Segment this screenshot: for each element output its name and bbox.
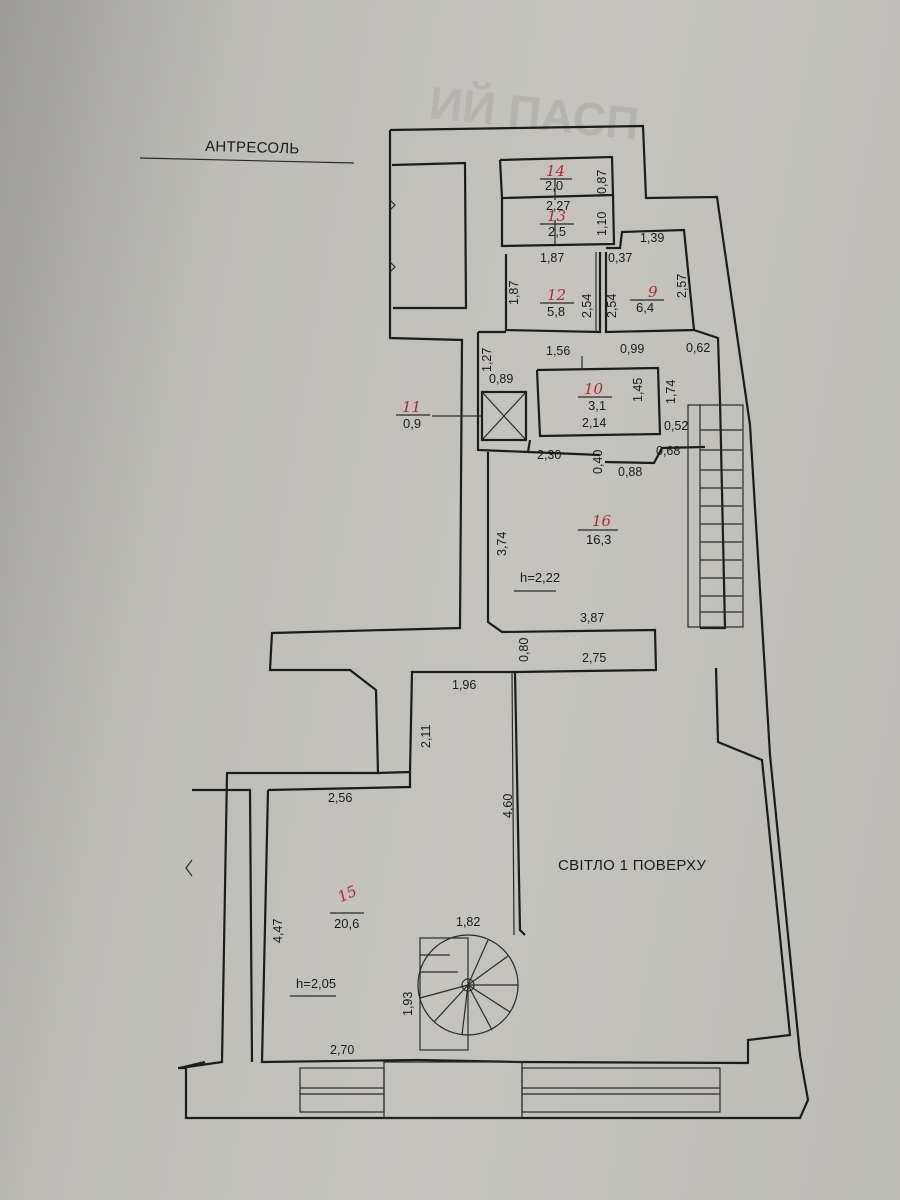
room-13-number: 13: [547, 207, 566, 225]
dim-3-87: 3,87: [580, 611, 604, 625]
dim-0-40: 0,40: [591, 450, 605, 474]
room-16-number: 16: [592, 512, 612, 530]
shaft-icon: [480, 390, 528, 442]
room-12-number: 12: [547, 286, 566, 304]
room-16-area: 16,3: [586, 532, 611, 547]
dim-0-99: 0,99: [620, 342, 644, 356]
break-mark-bottom: [389, 261, 396, 273]
room-15-area: 20,6: [334, 916, 359, 931]
room-10-area: 3,1: [588, 398, 606, 413]
title-underline: [139, 157, 355, 164]
room-15-height: h=2,05: [296, 976, 336, 991]
dim-4-47: 4,47: [271, 919, 285, 943]
dim-1-96: 1,96: [452, 678, 476, 692]
break-mark-left: [185, 859, 193, 877]
dim-2-54-b: 2,54: [605, 294, 619, 318]
dim-0-88: 0,88: [618, 465, 642, 479]
left-outside-block: [192, 788, 254, 1063]
dim-2-70: 2,70: [330, 1043, 354, 1057]
dim-0-37: 0,37: [608, 251, 632, 265]
room-14-number: 14: [546, 162, 565, 180]
dim-2-11: 2,11: [419, 725, 433, 748]
break-mark-top: [389, 199, 396, 211]
dim-1-74: 1,74: [664, 380, 678, 404]
dim-2-54-a: 2,54: [580, 294, 594, 318]
dim-1-56: 1,56: [546, 344, 570, 358]
outer-walls: [178, 124, 810, 1120]
room-16-height: h=2,22: [520, 570, 560, 585]
label-underlines: [330, 178, 664, 914]
window-marks: [299, 1061, 721, 1119]
rooms-13-14: [498, 155, 616, 248]
light-well-label: СВІТЛО 1 ПОВЕРХУ: [558, 857, 706, 874]
room-15-number: 15: [335, 882, 360, 906]
room-10-number: 10: [584, 380, 604, 398]
dim-0-68: 0,68: [656, 444, 680, 458]
dim-2-30: 2,30: [537, 448, 561, 462]
dim-1-45: 1,45: [631, 378, 645, 402]
room-9-area: 6,4: [636, 300, 654, 315]
central-walls: [476, 328, 727, 674]
dim-1-39: 1,39: [640, 231, 664, 245]
room-13-area: 2,5: [548, 224, 566, 239]
room-14-area: 2,0: [545, 178, 563, 193]
dim-2-14: 2,14: [582, 416, 606, 430]
dim-0-89: 0,89: [489, 372, 513, 386]
dim-2-75: 2,75: [582, 651, 606, 665]
dim-0-80: 0,80: [517, 638, 531, 662]
dim-1-82: 1,82: [456, 915, 480, 929]
dim-2-57: 2,57: [675, 274, 689, 298]
dimension-labels: 0,87 2,27 1,10 1,87 1,39 0,37 1,87 2,54 …: [271, 170, 710, 1057]
dim-1-27: 1,27: [480, 348, 494, 372]
dim-0-52: 0,52: [664, 419, 688, 433]
dim-1-93: 1,93: [401, 992, 415, 1016]
dim-4-60: 4,60: [501, 794, 515, 818]
left-niche: [391, 161, 468, 310]
dim-3-74: 3,74: [495, 532, 509, 556]
background-title: ИЙ ПАСП: [427, 76, 642, 150]
dim-0-87: 0,87: [595, 170, 609, 194]
dim-1-87-h: 1,87: [540, 251, 564, 265]
spiral-stair-icon: [417, 934, 519, 1051]
dim-2-27: 2,27: [546, 199, 570, 213]
dim-2-56: 2,56: [328, 791, 352, 805]
dim-1-10: 1,10: [595, 212, 609, 236]
room-10-walls: [535, 366, 662, 438]
room-11-number: 11: [402, 398, 421, 416]
dim-1-87-v: 1,87: [507, 281, 521, 305]
rooms-12-9: [504, 228, 696, 334]
mezzanine-title: АНТРЕСОЛЬ: [205, 138, 300, 157]
lower-walls: [260, 667, 792, 1065]
dim-0-62: 0,62: [686, 341, 710, 355]
room-9-number: 9: [648, 283, 658, 301]
stair-straight-icon: [687, 404, 744, 628]
room-11-area: 0,9: [403, 416, 421, 431]
room-12-area: 5,8: [547, 304, 565, 319]
